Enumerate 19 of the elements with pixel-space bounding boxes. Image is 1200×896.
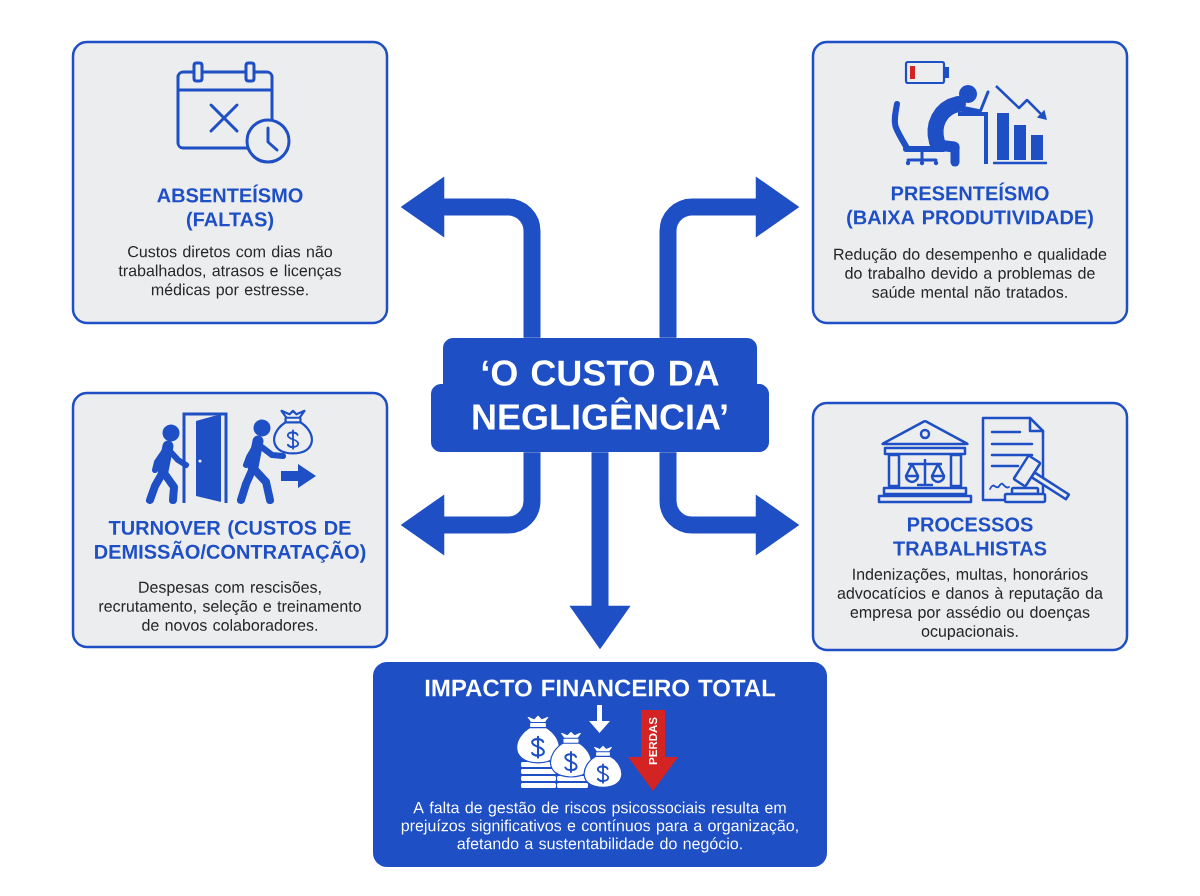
info-card: [811, 40, 1129, 325]
info-card: [71, 391, 389, 649]
card-text: Custos diretos com dias não trabalhados, atrasos e licenças médicas por estresse.: [118, 245, 341, 299]
panel-text: A falta de gestão de riscos psicossociais resulta em prejuízos significativos e contínuos para a organização, afetando a sustentabilidade do negócio.: [401, 801, 798, 853]
arrow-label: PERDAS: [648, 717, 658, 765]
node-label: NEGLIGÊNCIA’: [473, 397, 727, 430]
summary-panel: [373, 662, 827, 867]
card-title: TURNOVER (CUSTOS DE DEMISSÃO/CONTRATAÇÃO): [95, 520, 366, 563]
card-title: PRESENTEÍSMO (BAIXA PRODUTIVIDADE): [847, 182, 1093, 229]
node-label: ‘O CUSTO DA: [482, 360, 719, 386]
card-title: ABSENTEÍSMO (FALTAS): [157, 184, 303, 231]
info-card: [811, 401, 1129, 652]
card-title: PROCESSOS TRABALHISTAS: [893, 517, 1047, 556]
info-card: [71, 40, 389, 325]
panel-title: IMPACTO FINANCEIRO TOTAL: [425, 679, 776, 697]
card-text: Redução do desempenho e qualidade do trabalho devido a problemas de saúde mental não tratados.: [834, 248, 1107, 298]
card-text: Despesas com rescisões, recrutamento, seleção e treinamento de novos colaboradores.: [99, 581, 361, 631]
card-text: Indenizações, multas, honorários advocatícios e danos à reputação da empresa por assédio ou doenças ocupacionais.: [837, 567, 1103, 641]
title-banner: ‘O CUSTO DA NEGLIGÊNCIA’: [431, 338, 769, 452]
